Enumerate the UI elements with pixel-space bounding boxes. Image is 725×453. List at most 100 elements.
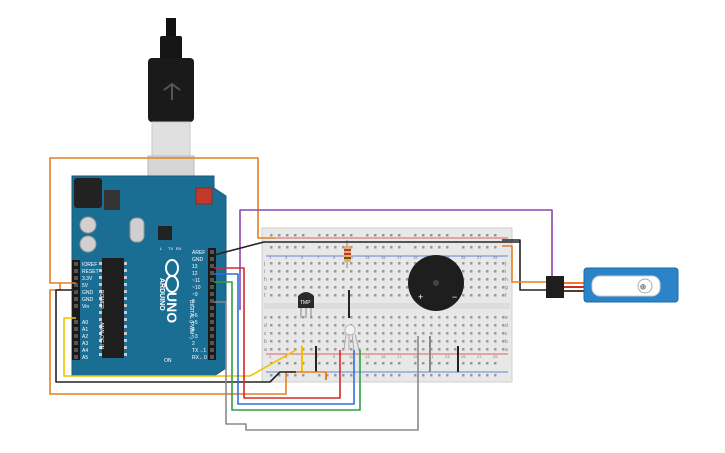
digital-pin[interactable] xyxy=(210,348,214,352)
digital-pin[interactable] xyxy=(210,264,214,268)
voltage-regulator xyxy=(104,190,120,210)
power-pin-label: 3.3V xyxy=(82,276,93,282)
temperature-sensor[interactable]: TMP xyxy=(298,292,314,318)
on-led-label: ON xyxy=(164,358,172,364)
digital-pin[interactable] xyxy=(210,334,214,338)
power-pin[interactable] xyxy=(74,297,78,301)
power-pin[interactable] xyxy=(74,290,78,294)
digital-pin[interactable] xyxy=(210,299,214,303)
digital-pin[interactable] xyxy=(210,250,214,254)
column-number: 19 xyxy=(413,354,418,359)
row-letter: a xyxy=(264,347,267,353)
status-led-label: RX xyxy=(176,246,182,251)
digital-pin[interactable] xyxy=(210,320,214,324)
analog-pin-label: A4 xyxy=(82,348,88,354)
power-pin[interactable] xyxy=(74,283,78,287)
digital-pin[interactable] xyxy=(210,285,214,289)
row-letter: e xyxy=(505,315,508,321)
analog-pin[interactable] xyxy=(74,341,78,345)
row-letter: g xyxy=(264,285,267,291)
orange-wire-top xyxy=(49,157,275,284)
column-number: 7 xyxy=(317,354,320,359)
row-letter: h xyxy=(264,277,267,283)
analog-pin[interactable] xyxy=(74,327,78,331)
column-number: 15 xyxy=(381,255,386,260)
digital-pin-label: GND xyxy=(192,257,204,263)
digital-pin-label: 7 xyxy=(192,306,195,312)
servo-hub-icon: ⊕ xyxy=(640,282,646,293)
row-letter: g xyxy=(505,285,508,291)
power-pin-label: Vin xyxy=(82,304,89,310)
analog-pin[interactable] xyxy=(74,334,78,338)
servo-motor[interactable]: ⊕ xyxy=(546,267,679,303)
breadboard-center-channel xyxy=(264,303,510,309)
reset-button[interactable] xyxy=(195,187,213,205)
digital-pin[interactable] xyxy=(210,292,214,296)
analog-pin-label: A1 xyxy=(82,327,88,333)
column-number: 13 xyxy=(365,255,370,260)
digital-pin[interactable] xyxy=(210,341,214,345)
digital-pin-label: ~6 xyxy=(192,313,198,319)
digital-pin-label: 12 xyxy=(192,271,198,277)
digital-pin-label: 13 xyxy=(192,264,198,270)
breadboard-jumpers xyxy=(301,290,459,380)
piezo-buzzer[interactable]: + − xyxy=(408,255,464,311)
gray-wire xyxy=(214,301,419,431)
analog-section-label: ANALOG IN xyxy=(98,322,104,350)
column-number: 15 xyxy=(381,354,386,359)
icsp-chip xyxy=(158,226,172,240)
power-pin[interactable] xyxy=(74,269,78,273)
digital-pin[interactable] xyxy=(210,278,214,282)
digital-pin-label: AREF xyxy=(192,250,205,256)
analog-header xyxy=(72,318,80,360)
column-number: 27 xyxy=(477,255,482,260)
column-number: 21 xyxy=(429,354,434,359)
digital-pin-label: ~3 xyxy=(192,334,198,340)
row-letter: a xyxy=(505,347,508,353)
digital-pin-label: 2 xyxy=(192,341,195,347)
digital-pin-label: ~9 xyxy=(192,292,198,298)
buzzer-minus-label: − xyxy=(452,292,457,302)
column-number: 3 xyxy=(285,354,288,359)
temperature-sensor-label: TMP xyxy=(300,300,311,306)
analog-pin[interactable] xyxy=(74,348,78,352)
row-letter: c xyxy=(505,331,508,337)
arduino-uno-board[interactable]: UNO ARDUINO DIGITAL (PWM~) POWER ANALOG … xyxy=(71,175,227,377)
row-letter: e xyxy=(264,315,267,321)
digital-header xyxy=(208,248,216,360)
digital-section-label: DIGITAL (PWM~) xyxy=(188,300,194,339)
digital-pin[interactable] xyxy=(210,313,214,317)
servo-connector xyxy=(546,276,564,298)
resistor[interactable] xyxy=(344,240,351,268)
digital-pin[interactable] xyxy=(210,355,214,359)
analog-pin[interactable] xyxy=(74,320,78,324)
digital-pin[interactable] xyxy=(210,306,214,310)
green-wire xyxy=(214,281,361,411)
column-number: 23 xyxy=(445,354,450,359)
digital-pin-label: 4 xyxy=(192,327,195,333)
power-pin[interactable] xyxy=(74,304,78,308)
power-pin[interactable] xyxy=(74,276,78,280)
column-number: 19 xyxy=(413,255,418,260)
power-jack xyxy=(74,178,102,208)
power-pin[interactable] xyxy=(74,262,78,266)
analog-pin[interactable] xyxy=(74,355,78,359)
row-letter: j xyxy=(263,261,265,267)
column-number: 1 xyxy=(269,255,272,260)
rgb-led[interactable] xyxy=(343,324,360,351)
power-pin-label: 5V xyxy=(82,283,89,289)
digital-pin[interactable] xyxy=(210,271,214,275)
status-led-label: L xyxy=(160,246,163,251)
power-pin-label: GND xyxy=(82,297,94,303)
digital-pin-label: ~11 xyxy=(192,278,200,284)
board-brand-text: ARDUINO xyxy=(158,278,165,311)
column-number: 3 xyxy=(285,255,288,260)
row-letter: d xyxy=(505,323,508,329)
digital-pin[interactable] xyxy=(210,257,214,261)
digital-pin[interactable] xyxy=(210,327,214,331)
